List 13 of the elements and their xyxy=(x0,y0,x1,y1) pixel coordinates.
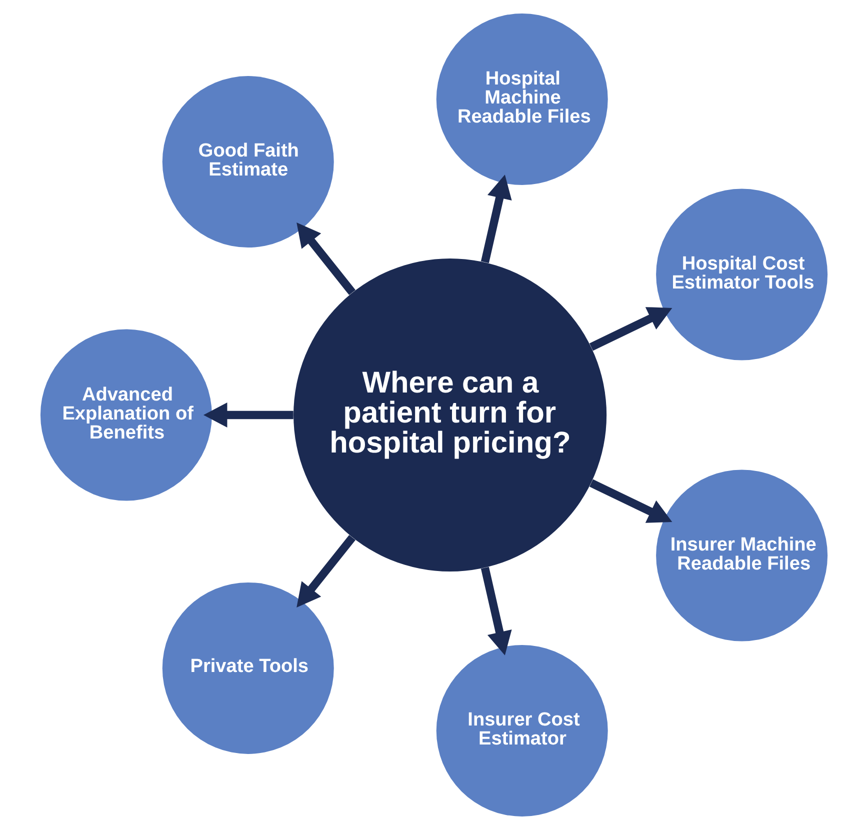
arrow xyxy=(480,174,512,264)
arrow xyxy=(296,222,356,296)
node-circle: Insurer Cost Estimator xyxy=(436,644,608,816)
node-circle: Insurer Machine Readable Files xyxy=(656,470,828,642)
arrow xyxy=(588,479,672,523)
arrow xyxy=(588,307,672,351)
node-circle: Where can a patient turn for hospital pricing? xyxy=(293,258,606,572)
node-circle: Hospital Machine Readable Files xyxy=(436,14,608,186)
node-circle: Advanced Explanation of Benefits xyxy=(40,329,212,501)
arrow xyxy=(202,402,293,428)
arrow xyxy=(296,534,356,608)
node-circle: Hospital Cost Estimator Tools xyxy=(656,188,828,360)
arrow xyxy=(480,566,512,656)
